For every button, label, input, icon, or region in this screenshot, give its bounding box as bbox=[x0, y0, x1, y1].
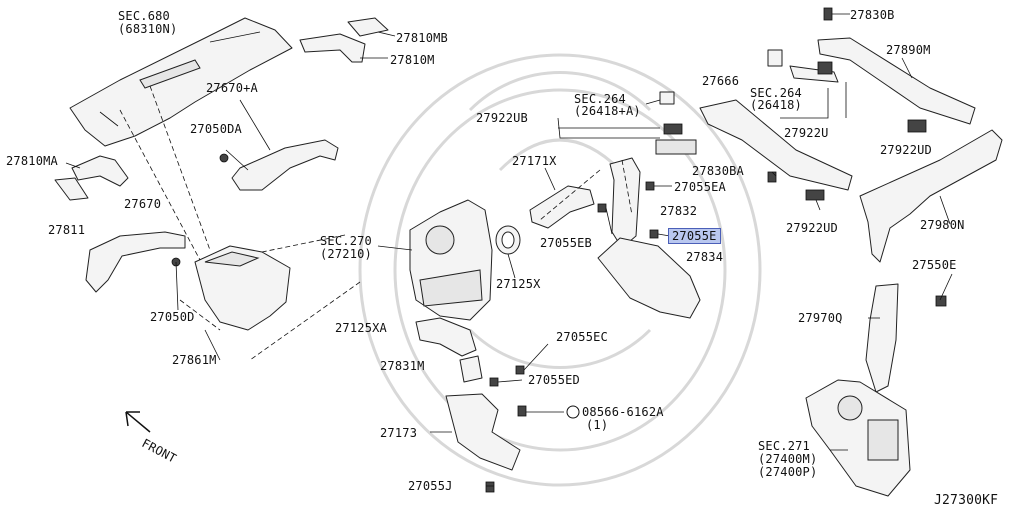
label-27050da[interactable]: 27050DA bbox=[190, 122, 242, 136]
screw-08566[interactable] bbox=[517, 405, 527, 417]
label-27550e[interactable]: 27550E bbox=[912, 258, 957, 272]
duct-27970q-part[interactable] bbox=[865, 283, 899, 393]
label-27922u[interactable]: 27922U bbox=[784, 126, 829, 140]
screw-27055e[interactable] bbox=[649, 229, 659, 239]
vent-27811-part[interactable] bbox=[54, 177, 89, 201]
label-sec271-sub1: (27400M) bbox=[758, 452, 818, 466]
screw-27055ec[interactable] bbox=[515, 365, 525, 375]
label-27171x[interactable]: 27171X bbox=[512, 154, 557, 168]
label-27830b[interactable]: 27830B bbox=[850, 8, 895, 22]
vent-27922ud-bottom[interactable] bbox=[805, 189, 825, 201]
duct-27834-part[interactable] bbox=[597, 237, 701, 319]
instrument-panel-part[interactable] bbox=[69, 17, 293, 147]
duct-27173-part[interactable] bbox=[445, 393, 521, 471]
label-27055ec[interactable]: 27055EC bbox=[556, 330, 608, 344]
label-sec264b[interactable]: SEC.264 bbox=[750, 86, 802, 100]
label-sec680[interactable]: SEC.680 bbox=[118, 9, 170, 23]
label-27830ba[interactable]: 27830BA bbox=[692, 164, 744, 178]
label-27811[interactable]: 27811 bbox=[48, 223, 86, 237]
label-sec271-sub2: (27400P) bbox=[758, 465, 818, 479]
duct-27670a-part[interactable] bbox=[231, 139, 339, 191]
label-27125xa[interactable]: 27125XA bbox=[335, 321, 387, 335]
label-27970q[interactable]: 27970Q bbox=[798, 311, 843, 325]
connector-sec264a[interactable] bbox=[655, 91, 697, 155]
label-27670[interactable]: 27670 bbox=[124, 197, 162, 211]
label-27055ea[interactable]: 27055EA bbox=[674, 180, 726, 194]
label-diagram-id: J27300KF bbox=[934, 493, 999, 508]
label-sec264a[interactable]: SEC.264 bbox=[574, 92, 626, 106]
connector-sec264b[interactable] bbox=[767, 49, 839, 83]
label-08566-qty: (1) bbox=[586, 418, 609, 432]
label-27890m[interactable]: 27890M bbox=[886, 43, 931, 57]
label-27055ed[interactable]: 27055ED bbox=[528, 373, 580, 387]
duct-27890m-part[interactable] bbox=[817, 37, 976, 125]
label-27050d[interactable]: 27050D bbox=[150, 310, 195, 324]
label-27055eb[interactable]: 27055EB bbox=[540, 236, 592, 250]
clip-27830b[interactable] bbox=[823, 7, 833, 21]
label-27922ub[interactable]: 27922UB bbox=[476, 111, 528, 125]
label-27922ud-bottom[interactable]: 27922UD bbox=[786, 221, 838, 235]
label-sec270[interactable]: SEC.270 bbox=[320, 234, 372, 248]
label-sec270-sub: (27210) bbox=[320, 247, 372, 261]
duct-27171x-part[interactable] bbox=[529, 185, 595, 229]
duct-27125xa-part[interactable] bbox=[415, 317, 477, 357]
duct-27832-part[interactable] bbox=[609, 157, 641, 249]
vent-27922ud-top[interactable] bbox=[907, 119, 927, 133]
label-27810mb[interactable]: 27810MB bbox=[396, 31, 448, 45]
duct-27810ma-part[interactable] bbox=[71, 155, 129, 187]
label-27832[interactable]: 27832 bbox=[660, 204, 698, 218]
duct-27666-part[interactable] bbox=[699, 99, 853, 191]
label-27055e[interactable]: 27055E bbox=[668, 228, 721, 244]
label-27810m[interactable]: 27810M bbox=[390, 53, 435, 67]
screw-27830ba[interactable] bbox=[767, 171, 777, 183]
label-27810ma[interactable]: 27810MA bbox=[6, 154, 58, 168]
duct-27980n-part[interactable] bbox=[859, 129, 1003, 263]
label-sec264a-sub: (26418+A) bbox=[574, 104, 641, 118]
screw-27055ea[interactable] bbox=[645, 181, 655, 191]
label-27173[interactable]: 27173 bbox=[380, 426, 418, 440]
label-sec264b-sub: (26418) bbox=[750, 98, 802, 112]
screw-27055ed[interactable] bbox=[489, 377, 499, 387]
clip-27550e[interactable] bbox=[935, 295, 947, 307]
gasket-27125x-part[interactable] bbox=[495, 225, 521, 255]
label-08566[interactable]: 08566-6162A bbox=[582, 405, 664, 419]
label-sec271[interactable]: SEC.271 bbox=[758, 439, 810, 453]
label-27831m[interactable]: 27831M bbox=[380, 359, 425, 373]
label-27980n[interactable]: 27980N bbox=[920, 218, 965, 232]
duct-27810mb-part[interactable] bbox=[299, 17, 389, 63]
label-27670a[interactable]: 27670+A bbox=[206, 81, 258, 95]
label-27834[interactable]: 27834 bbox=[686, 250, 724, 264]
watermark-emblem bbox=[358, 53, 762, 487]
label-27666[interactable]: 27666 bbox=[702, 74, 740, 88]
screw-27055j[interactable] bbox=[485, 481, 495, 493]
clip-27050da[interactable] bbox=[219, 153, 229, 163]
screw-27055eb[interactable] bbox=[597, 203, 607, 213]
label-27922ud-top[interactable]: 27922UD bbox=[880, 143, 932, 157]
label-27861m[interactable]: 27861M bbox=[172, 353, 217, 367]
screw-symbol-icon bbox=[566, 405, 580, 419]
front-arrow-icon bbox=[125, 411, 151, 433]
duct-27670-part[interactable] bbox=[85, 231, 186, 293]
duct-27831m-part[interactable] bbox=[459, 355, 483, 383]
rear-heater-part[interactable] bbox=[805, 379, 911, 497]
label-sec680-sub: (68310N) bbox=[118, 22, 178, 36]
heater-unit-part[interactable] bbox=[409, 199, 493, 321]
label-27055j[interactable]: 27055J bbox=[408, 479, 453, 493]
floor-duct-27861m-part[interactable] bbox=[194, 245, 291, 331]
label-27125x[interactable]: 27125X bbox=[496, 277, 541, 291]
